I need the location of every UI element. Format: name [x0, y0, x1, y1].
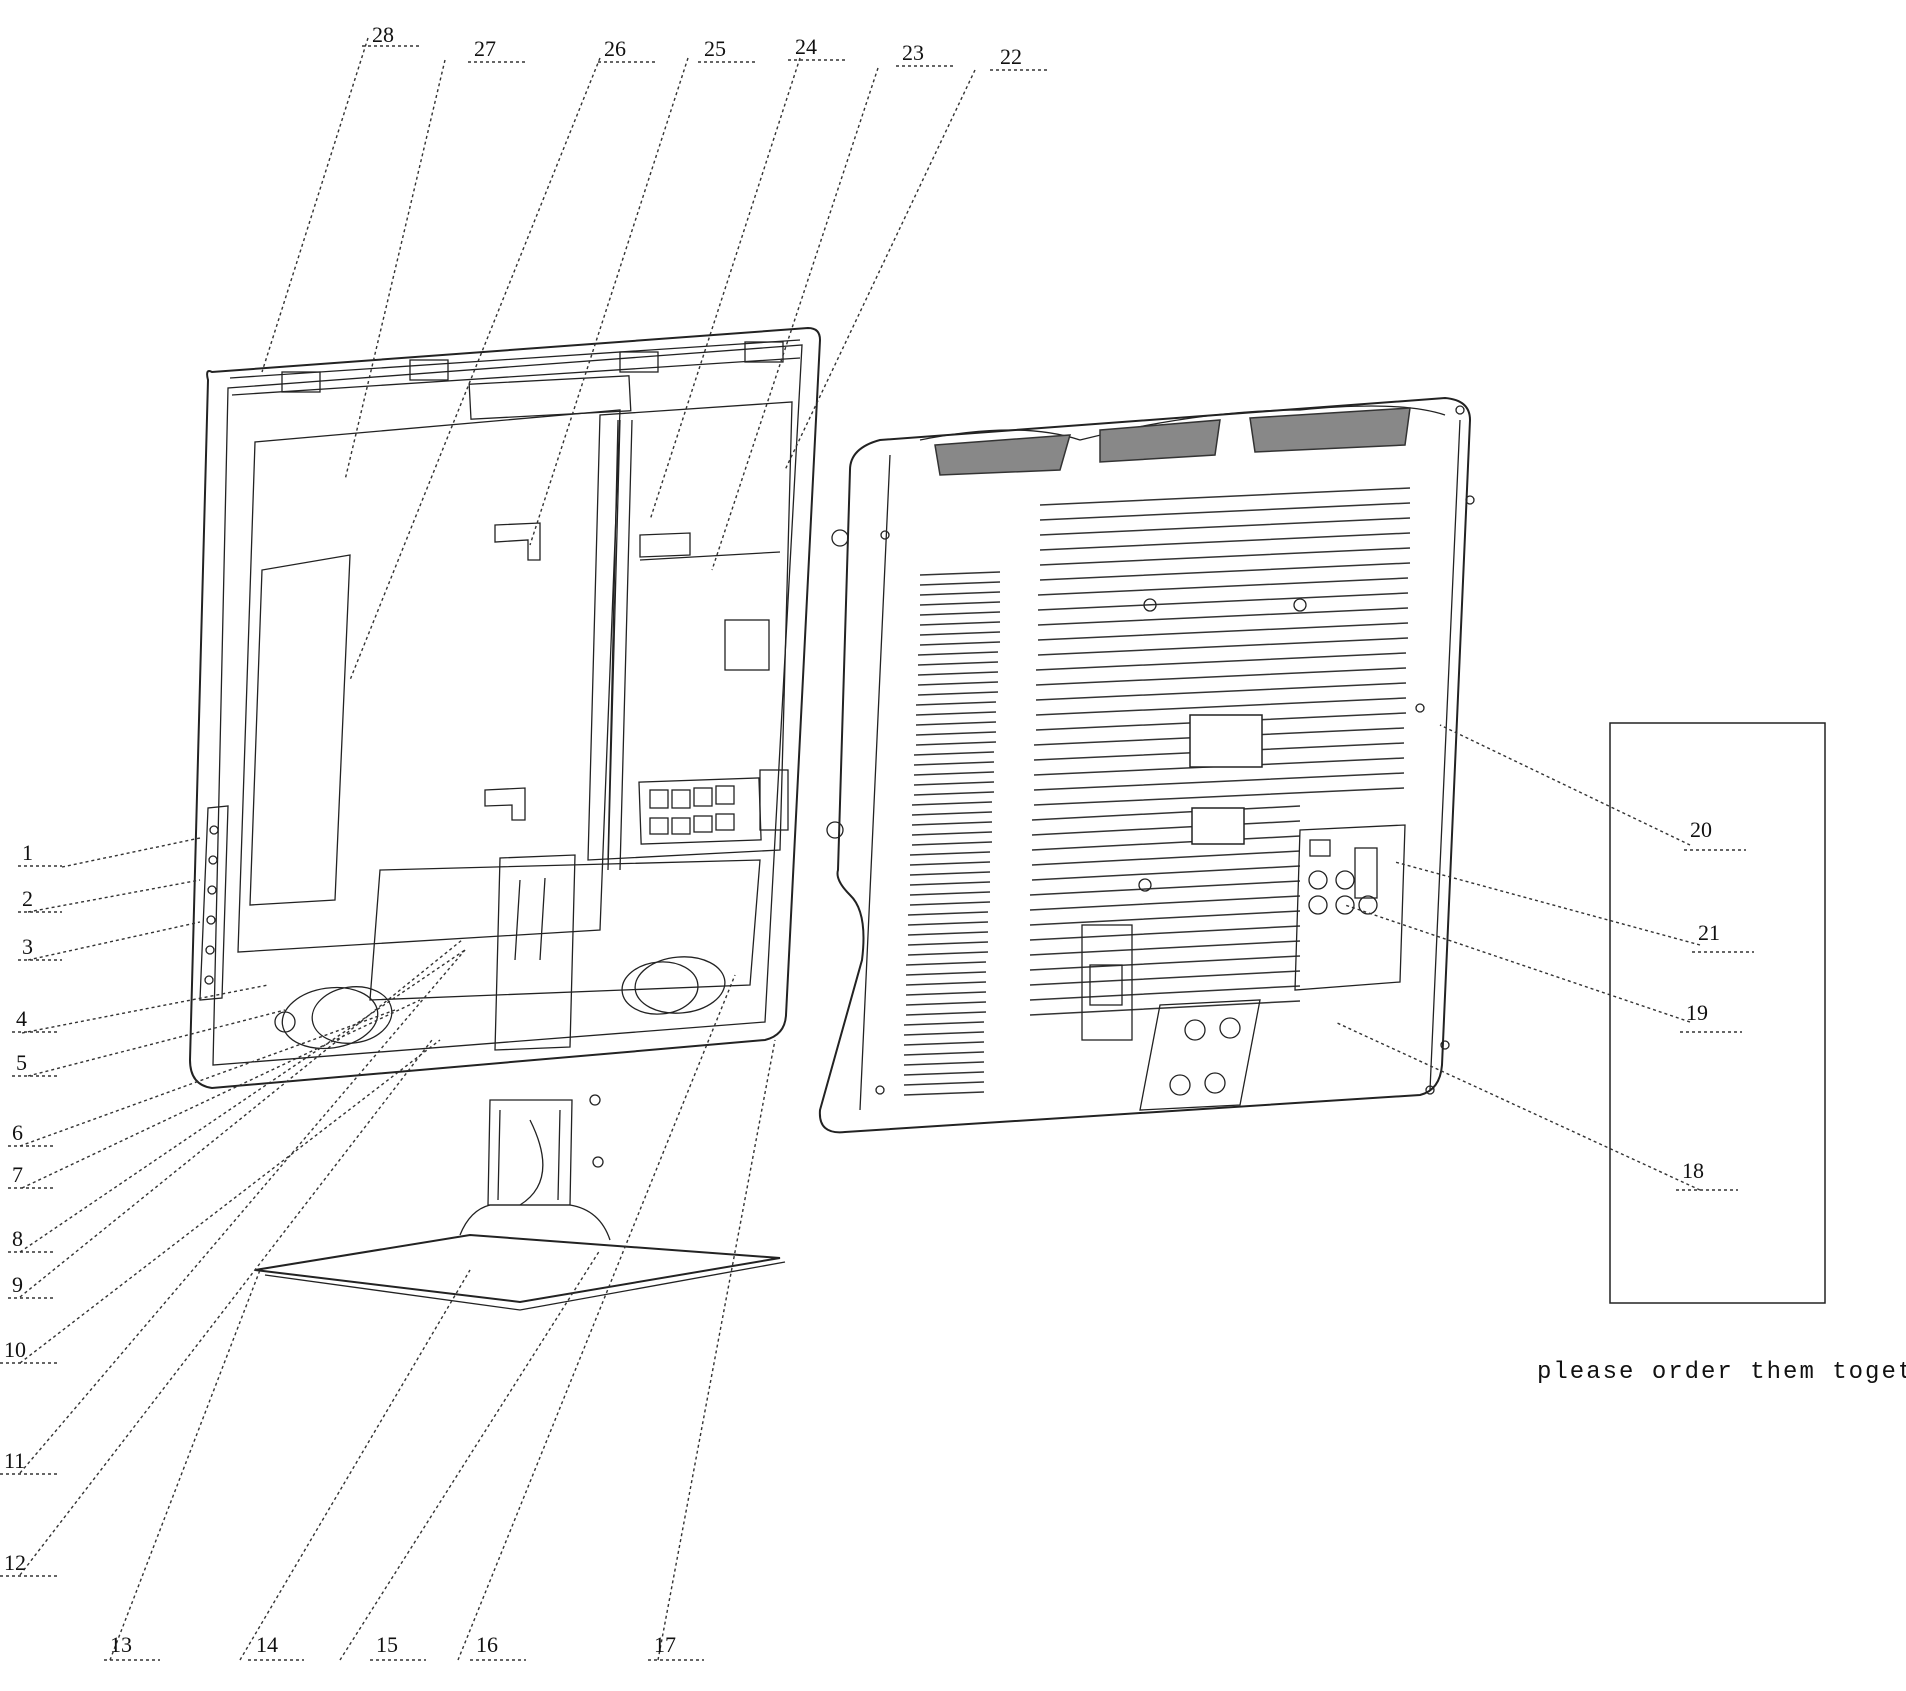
callout-12: 12: [4, 1550, 26, 1575]
callout-3: 3: [22, 934, 33, 959]
callout-8: 8: [12, 1226, 23, 1251]
right-speaker: [621, 956, 726, 1015]
callout-4: 4: [16, 1006, 27, 1031]
callout-1: 1: [22, 840, 33, 865]
callout-14: 14: [256, 1632, 278, 1657]
callout-28: 28: [372, 22, 394, 47]
callout-25: 25: [704, 36, 726, 61]
callout-20: 20: [1690, 817, 1712, 842]
callout-5: 5: [16, 1050, 27, 1075]
callout-21: 21: [1698, 920, 1720, 945]
leader-lines: [19, 37, 1701, 1661]
stand-assembly: [254, 1094, 786, 1311]
callout-7: 7: [12, 1162, 23, 1187]
callout-24: 24: [795, 34, 817, 59]
callout-6: 6: [12, 1120, 23, 1145]
callout-10: 10: [4, 1337, 26, 1362]
callout-17: 17: [654, 1632, 676, 1657]
callout-2: 2: [22, 886, 33, 911]
group-order-box: [1609, 722, 1826, 1304]
callout-22: 22: [1000, 44, 1022, 69]
callout-27: 27: [474, 36, 496, 61]
back-cover-assembly: [818, 396, 1475, 1134]
callout-26: 26: [604, 36, 626, 61]
left-speaker: [274, 986, 393, 1050]
order-note: please order them together: [1537, 1359, 1906, 1386]
callout-15: 15: [376, 1632, 398, 1657]
callout-13: 13: [110, 1632, 132, 1657]
callout-11: 11: [4, 1448, 25, 1473]
callout-23: 23: [902, 40, 924, 65]
callout-19: 19: [1686, 1000, 1708, 1025]
front-bezel-assembly: [188, 326, 822, 1090]
callout-9: 9: [12, 1272, 23, 1297]
callout-underlines: [0, 45, 1754, 1661]
callout-18: 18: [1682, 1158, 1704, 1183]
callout-labels: 1 2 3 4 5 6 7 8 9 10 11 12 13 14 15 16 1…: [4, 22, 1720, 1657]
callout-16: 16: [476, 1632, 498, 1657]
